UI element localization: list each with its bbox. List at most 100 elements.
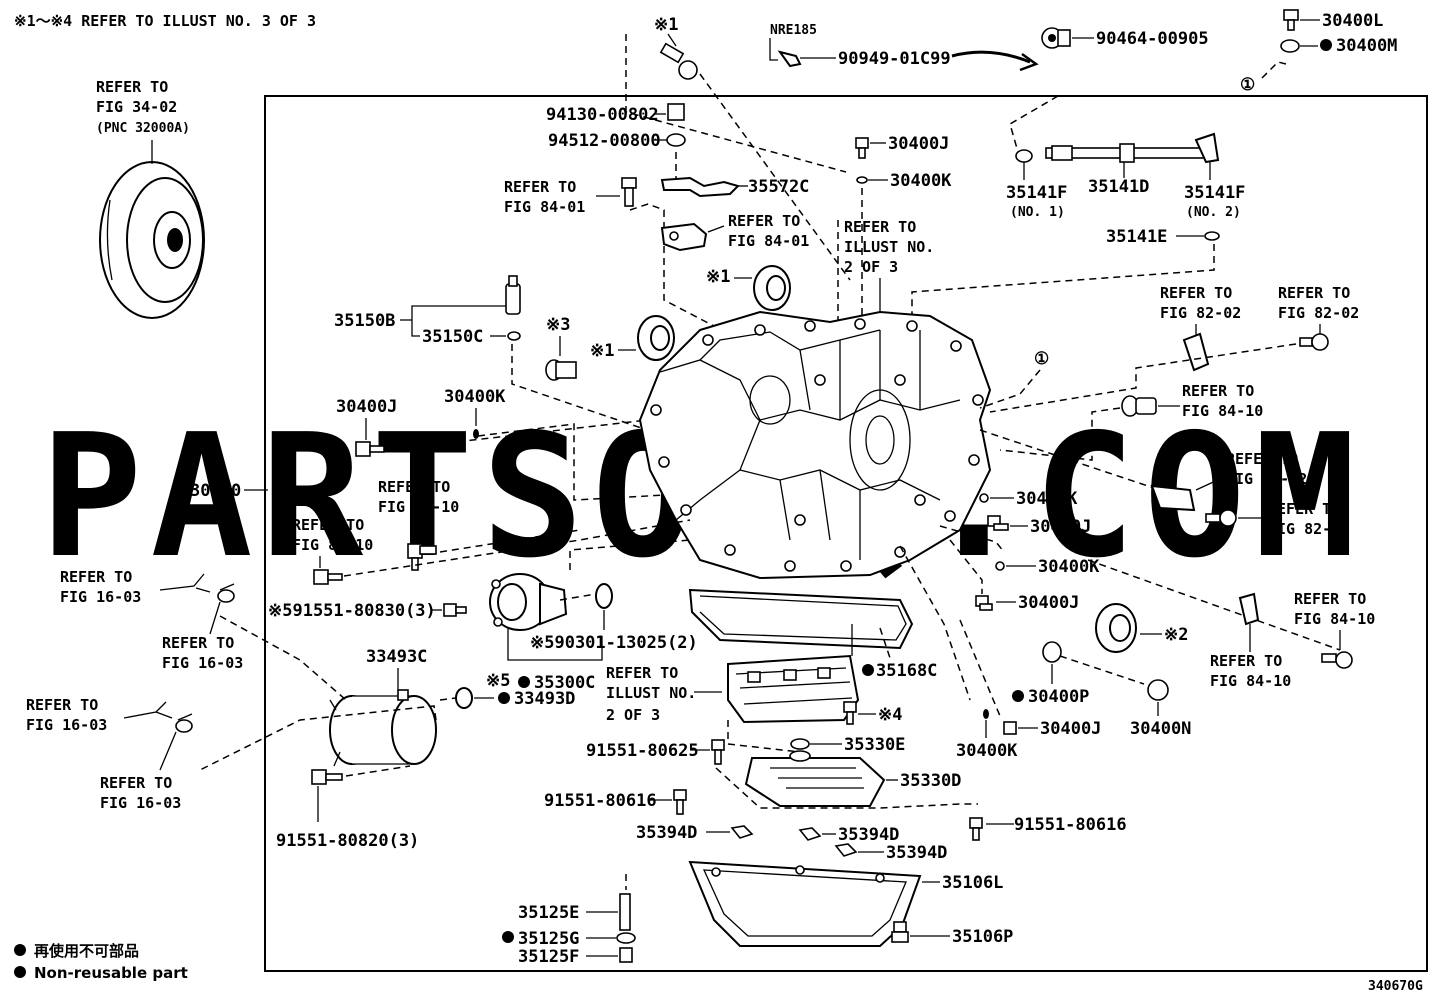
- svg-text:REFER TO: REFER TO: [1182, 382, 1254, 400]
- part-30400J-r3[interactable]: 30400J: [1040, 719, 1101, 739]
- svg-text:REFER TO: REFER TO: [844, 218, 916, 236]
- non-reusable-dot: [862, 664, 874, 676]
- washer-94512-drawing: [666, 133, 686, 147]
- ref-fig-82-02-c[interactable]: REFER TO FIG 82-02: [1226, 450, 1307, 488]
- ref-illust-2of3-top[interactable]: REFER TO ILLUST NO. 2 OF 3: [844, 218, 934, 276]
- part-590301-13025[interactable]: ※590301-13025(2): [530, 633, 698, 653]
- circle-1-mid: ①: [1034, 349, 1049, 369]
- part-91551-80820[interactable]: 91551-80820(3): [276, 831, 419, 851]
- bolt-fig84-10-e-drawing: [313, 569, 343, 585]
- hose-clamp-a-drawing: [217, 583, 235, 603]
- part-35106L[interactable]: 35106L: [942, 873, 1003, 893]
- part-30400N[interactable]: 30400N: [1130, 719, 1191, 739]
- diagram-frame: [264, 95, 1428, 972]
- svg-text:FIG 82-02: FIG 82-02: [1226, 470, 1307, 488]
- part-30400M[interactable]: 30400M: [1336, 36, 1397, 56]
- part-30400J-left[interactable]: 30400J: [336, 397, 397, 417]
- drawing-number: 340670G: [1368, 979, 1423, 994]
- part-90464-00905[interactable]: 90464-00905: [1096, 29, 1209, 49]
- o-ring-35150C: [507, 331, 521, 341]
- svg-text:REFER TO: REFER TO: [1294, 590, 1366, 608]
- part-30400J-r1[interactable]: 30400J: [1030, 517, 1091, 537]
- part-30400K-left[interactable]: 30400K: [444, 387, 506, 407]
- part-94512-00800[interactable]: 94512-00800: [548, 131, 661, 151]
- ref-fig-84-10-b[interactable]: REFER TO FIG 84-10: [1294, 590, 1375, 628]
- legend-dot-en: [14, 966, 26, 978]
- part-35141F-no2[interactable]: 35141F: [1184, 183, 1245, 203]
- svg-text:REFER TO: REFER TO: [162, 634, 234, 652]
- legend-en: Non-reusable part: [34, 964, 188, 982]
- ref-illust-2of3-mid[interactable]: REFER TO ILLUST NO. 2 OF 3: [606, 664, 696, 724]
- ref-fig-16-03-d[interactable]: REFER TO FIG 16-03: [100, 774, 181, 812]
- part-35330E[interactable]: 35330E: [844, 735, 905, 755]
- part-91551-80625[interactable]: 91551-80625: [586, 741, 699, 761]
- part-30400P[interactable]: 30400P: [1028, 687, 1089, 707]
- svg-text:REFER TO: REFER TO: [728, 212, 800, 230]
- part-35125E[interactable]: 35125E: [518, 903, 579, 923]
- ref-fig-16-03-b[interactable]: REFER TO FIG 16-03: [162, 634, 243, 672]
- drain-plug-35106P-drawing: [891, 921, 909, 943]
- part-94130-00802[interactable]: 94130-00802: [546, 105, 659, 125]
- transaxle-case-drawing: [638, 310, 992, 650]
- part-35394D-a[interactable]: 35394D: [636, 823, 697, 843]
- sensor-fig84-10-b-drawing: [1238, 592, 1260, 626]
- oil-seal-mark2-drawing: [1095, 603, 1137, 653]
- ref-fig-84-10-e[interactable]: REFER TO FIG 84-10: [292, 516, 373, 554]
- part-35141F-no1[interactable]: 35141F: [1006, 183, 1067, 203]
- ref-fig-34-02[interactable]: REFER TO FIG 34-02 (PNC 32000A): [96, 78, 190, 136]
- o-ring-30400K-r1: [979, 493, 989, 503]
- oil-cooler-33493C-drawing: [329, 689, 437, 767]
- svg-text:FIG 84-10: FIG 84-10: [378, 498, 459, 516]
- part-35168C[interactable]: 35168C: [876, 661, 937, 681]
- part-30400K-top[interactable]: 30400K: [890, 171, 952, 191]
- ref-fig-16-03-a[interactable]: REFER TO FIG 16-03: [60, 568, 141, 606]
- ref-fig-84-01-b[interactable]: REFER TO FIG 84-01: [728, 212, 809, 250]
- part-30400J-r2[interactable]: 30400J: [1018, 593, 1079, 613]
- part-35125F[interactable]: 35125F: [518, 947, 579, 967]
- part-35141E[interactable]: 35141E: [1106, 227, 1167, 247]
- part-91551-80616-b[interactable]: 91551-80616: [1014, 815, 1127, 835]
- svg-text:FIG 84-10: FIG 84-10: [292, 536, 373, 554]
- ref-fig-82-02-d[interactable]: REFER TO FIG 82-02: [1268, 500, 1349, 538]
- part-591551-80830[interactable]: ※591551-80830(3): [268, 601, 436, 621]
- part-30400[interactable]: 30400: [190, 481, 241, 501]
- sensor-90464-drawing: [1041, 27, 1071, 49]
- ref-fig-82-02-b[interactable]: REFER TO FIG 82-02: [1278, 284, 1359, 322]
- svg-text:REFER TO: REFER TO: [1160, 284, 1232, 302]
- ref-fig-84-10-c[interactable]: REFER TO FIG 84-10: [1210, 652, 1291, 690]
- oil-seal-b-drawing: [637, 315, 675, 361]
- part-30400K-r3[interactable]: 30400K: [956, 741, 1018, 761]
- part-35394D-c[interactable]: 35394D: [886, 843, 947, 863]
- non-reusable-dot: [1012, 690, 1024, 702]
- part-33493C[interactable]: 33493C: [366, 647, 427, 667]
- svg-text:2 OF 3: 2 OF 3: [606, 706, 660, 724]
- part-30400K-r1[interactable]: 30400K: [1016, 489, 1078, 509]
- part-35394D-b[interactable]: 35394D: [838, 825, 899, 845]
- mark-1-top: ※1: [654, 15, 678, 35]
- part-35150B[interactable]: 35150B: [334, 311, 395, 331]
- ref-fig-82-02-a[interactable]: REFER TO FIG 82-02: [1160, 284, 1241, 322]
- part-35300C[interactable]: 35300C: [534, 673, 595, 693]
- part-30400K-r2[interactable]: 30400K: [1038, 557, 1100, 577]
- svg-text:FIG 16-03: FIG 16-03: [162, 654, 243, 672]
- part-35150C[interactable]: 35150C: [422, 327, 483, 347]
- plug-35125F-drawing: [619, 947, 633, 963]
- ref-fig-16-03-c[interactable]: REFER TO FIG 16-03: [26, 696, 107, 734]
- part-35125G[interactable]: 35125G: [518, 929, 579, 949]
- svg-text:FIG 84-10: FIG 84-10: [1182, 402, 1263, 420]
- ref-fig-84-10-a[interactable]: REFER TO FIG 84-10: [1182, 382, 1263, 420]
- part-35141D[interactable]: 35141D: [1088, 177, 1149, 197]
- part-35106P[interactable]: 35106P: [952, 927, 1013, 947]
- part-35330D[interactable]: 35330D: [900, 771, 961, 791]
- valve-body-drawing: [727, 654, 860, 724]
- ref-fig-84-10-d[interactable]: REFER TO FIG 84-10: [378, 478, 459, 516]
- mark-5: ※5: [486, 671, 510, 691]
- part-33493D[interactable]: 33493D: [514, 689, 575, 709]
- part-91551-80616-a[interactable]: 91551-80616: [544, 791, 657, 811]
- part-90949-01C99[interactable]: 90949-01C99: [838, 49, 951, 69]
- part-35572C[interactable]: 35572C: [748, 177, 809, 197]
- ref-fig-84-01-a[interactable]: REFER TO FIG 84-01: [504, 178, 585, 216]
- part-30400J-top[interactable]: 30400J: [888, 134, 949, 154]
- part-30400L[interactable]: 30400L: [1322, 11, 1383, 31]
- bolt-30400J-top-drawing: [855, 137, 869, 159]
